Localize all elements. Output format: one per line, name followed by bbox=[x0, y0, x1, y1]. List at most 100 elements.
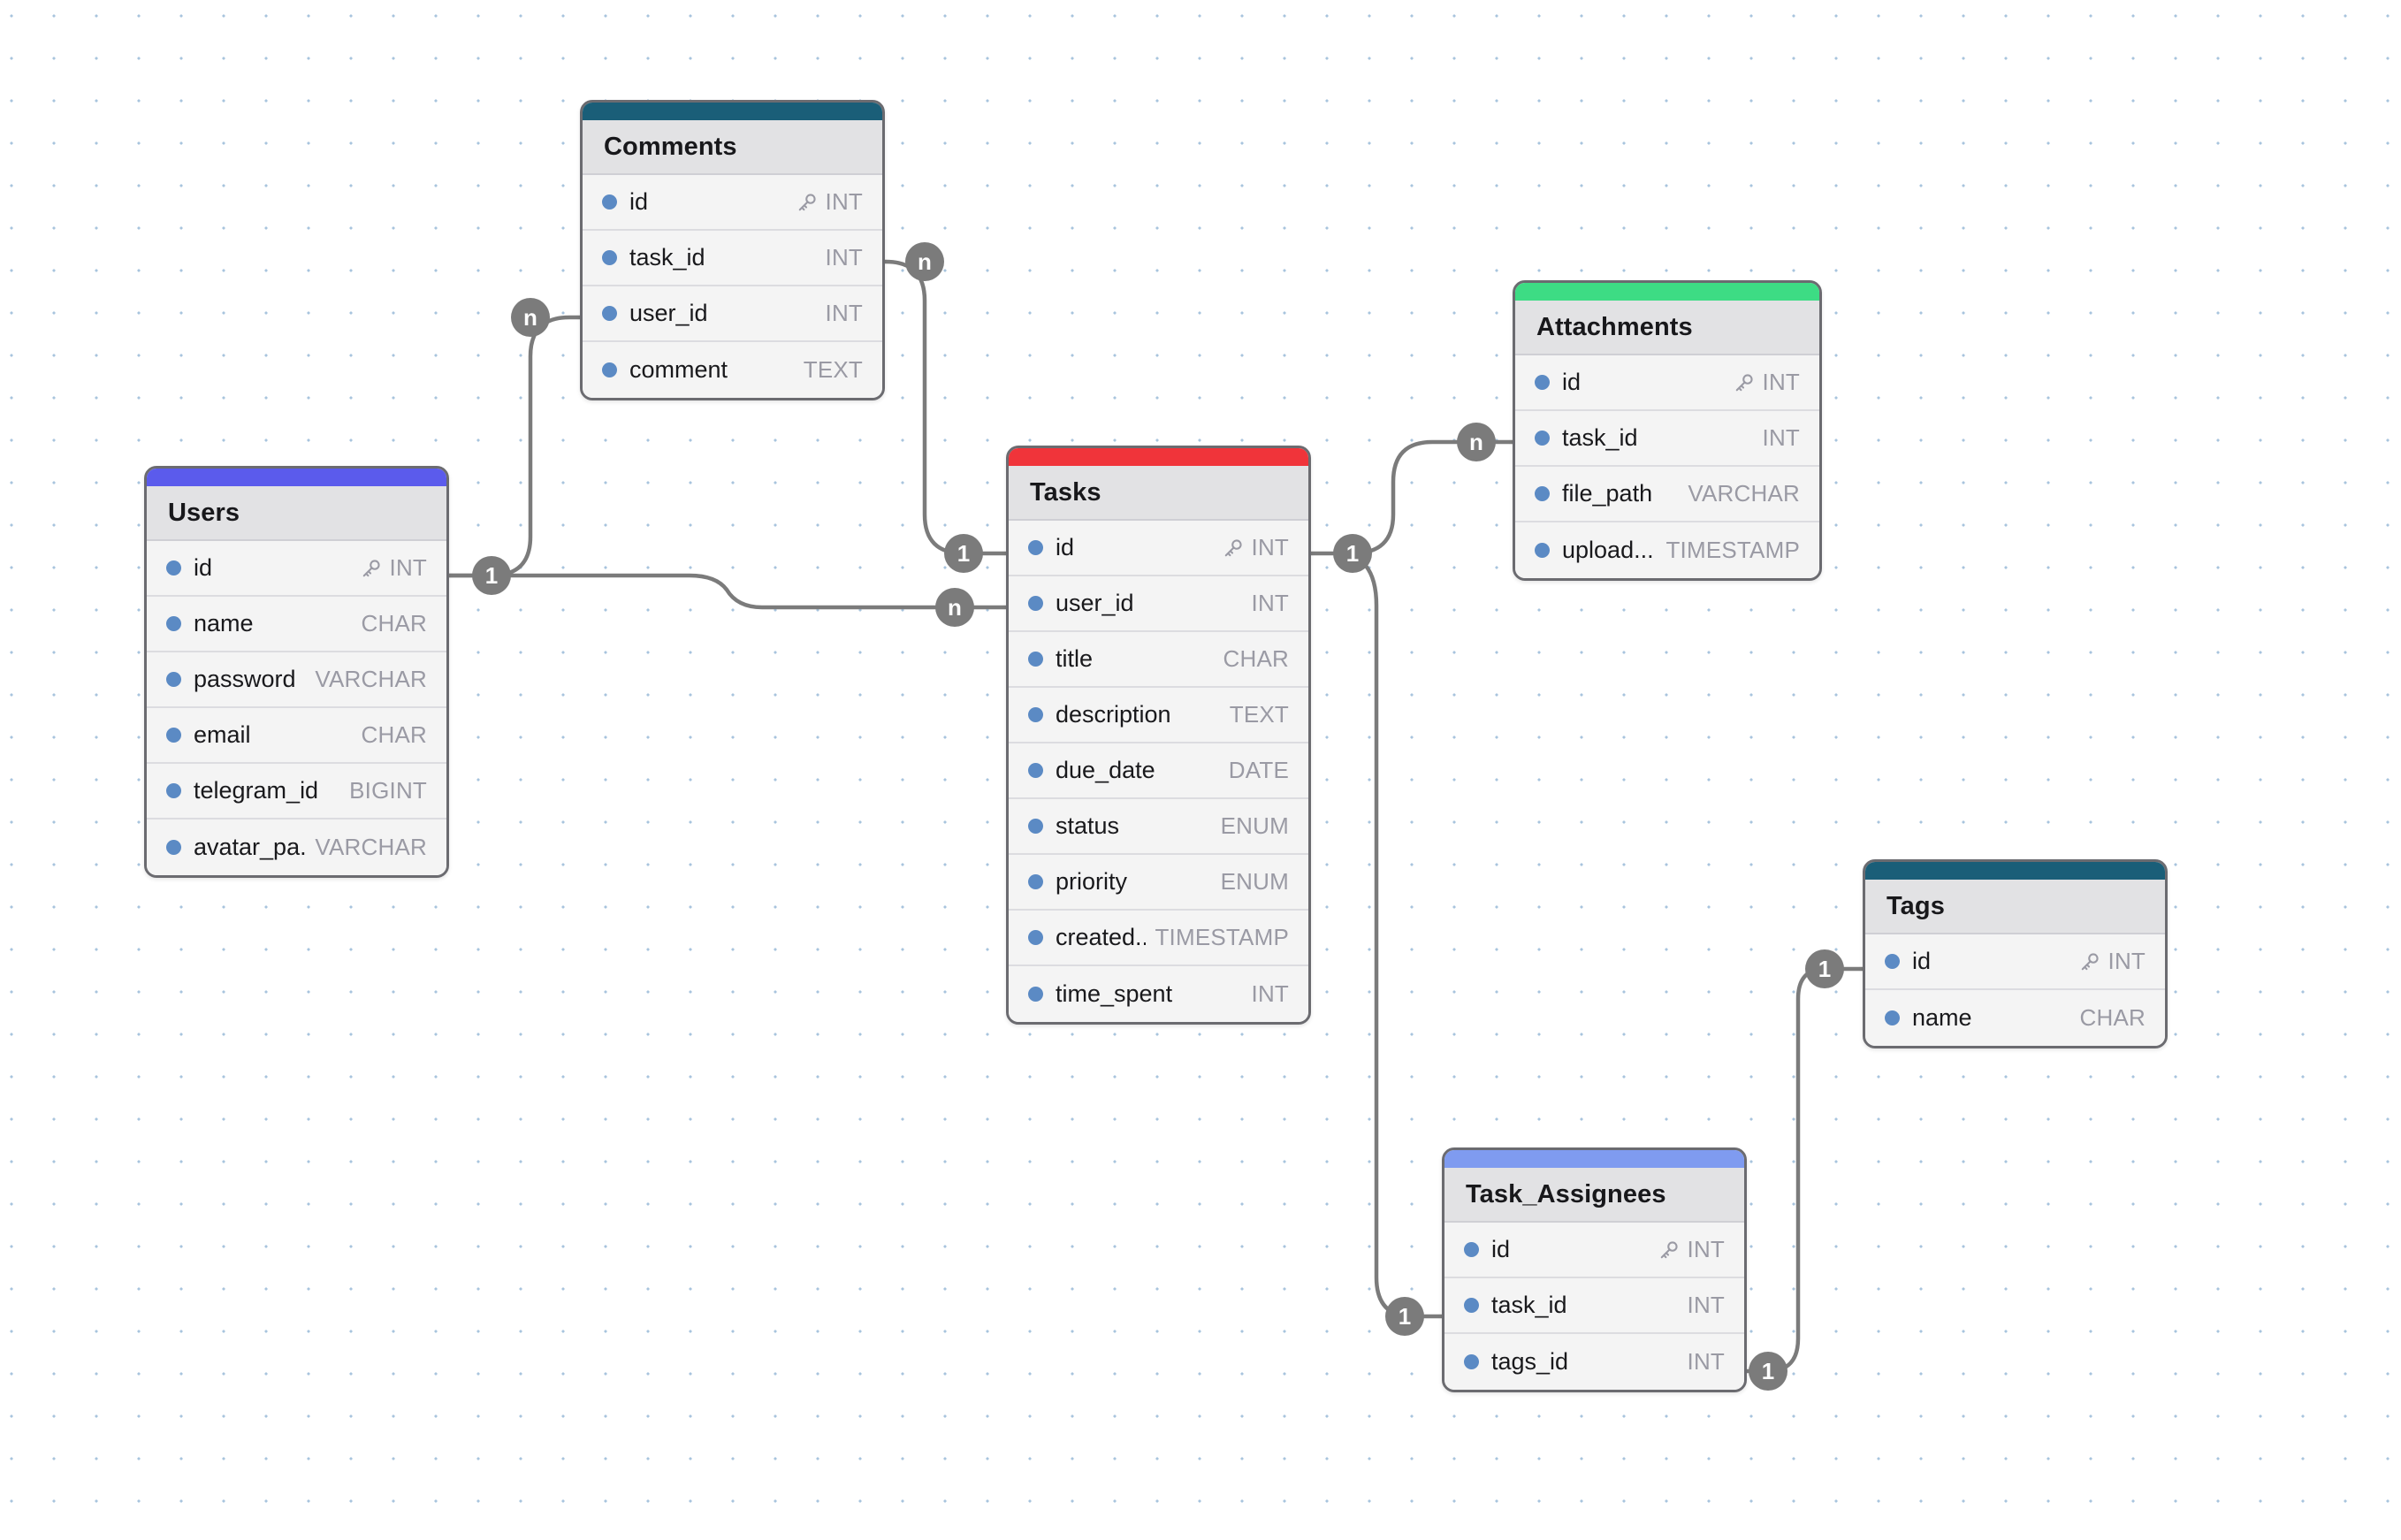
relationship-edge-users-tasks[interactable] bbox=[446, 573, 1009, 610]
table-field-row[interactable]: id INT bbox=[583, 175, 882, 231]
field-name: user_id bbox=[1056, 590, 1134, 616]
field-type-group: INT bbox=[1222, 534, 1289, 561]
field-bullet-icon bbox=[1028, 987, 1043, 1002]
table-field-row[interactable]: task_id INT bbox=[1444, 1278, 1744, 1334]
field-bullet-icon bbox=[602, 362, 617, 377]
primary-key-icon bbox=[362, 559, 380, 576]
field-type-group: INT bbox=[796, 188, 863, 216]
table-header-comments[interactable]: Comments bbox=[583, 120, 882, 175]
table-field-row[interactable]: time_spent INT bbox=[1009, 966, 1308, 1022]
field-bullet-icon bbox=[166, 672, 181, 687]
relationship-edge-tasks-comments[interactable] bbox=[873, 259, 1009, 556]
field-bullet-icon bbox=[1535, 486, 1550, 501]
field-name: priority bbox=[1056, 868, 1128, 895]
field-type: INT bbox=[1251, 980, 1289, 1007]
table-field-row[interactable]: email CHAR bbox=[147, 708, 446, 764]
field-bullet-icon bbox=[1464, 1298, 1479, 1313]
table-field-row[interactable]: upload...TIMESTAMP bbox=[1515, 522, 1819, 578]
field-name: status bbox=[1056, 812, 1120, 839]
cardinality-badge: 1 bbox=[1749, 1352, 1787, 1391]
cardinality-badge: n bbox=[511, 298, 550, 337]
relationship-edge-tags-task_assignees[interactable] bbox=[1744, 966, 1865, 1374]
field-bullet-icon bbox=[1885, 1010, 1900, 1025]
relationship-edge-tasks-task_assignees[interactable] bbox=[1350, 551, 1444, 1319]
field-bullet-icon bbox=[602, 194, 617, 210]
field-bullet-icon bbox=[1028, 707, 1043, 722]
field-type-group: TEXT bbox=[1230, 701, 1289, 728]
field-type: INT bbox=[1687, 1348, 1725, 1375]
table-header-tags[interactable]: Tags bbox=[1865, 880, 2165, 934]
table-title: Users bbox=[168, 498, 240, 527]
table-header-attachments[interactable]: Attachments bbox=[1515, 301, 1819, 355]
table-header-users[interactable]: Users bbox=[147, 486, 446, 541]
field-type: ENUM bbox=[1220, 868, 1289, 895]
field-bullet-icon bbox=[1028, 930, 1043, 945]
table-header-tasks[interactable]: Tasks bbox=[1009, 466, 1308, 521]
table-field-row[interactable]: avatar_pa...VARCHAR bbox=[147, 820, 446, 875]
field-type-group: INT bbox=[1733, 369, 1800, 396]
field-bullet-icon bbox=[1885, 954, 1900, 969]
table-header-task_assignees[interactable]: Task_Assignees bbox=[1444, 1168, 1744, 1223]
field-name: password bbox=[194, 666, 296, 692]
field-type-group: CHAR bbox=[2080, 1004, 2146, 1032]
field-type-group: INT bbox=[1658, 1236, 1725, 1263]
table-accent-bar-attachments bbox=[1515, 283, 1819, 301]
cardinality-badge: 1 bbox=[1385, 1297, 1424, 1336]
relationship-edge-users-comments[interactable] bbox=[446, 315, 583, 578]
field-name: task_id bbox=[1491, 1292, 1567, 1318]
table-field-row[interactable]: title CHAR bbox=[1009, 632, 1308, 688]
field-type: CHAR bbox=[1223, 645, 1289, 672]
field-type-group: INT bbox=[1688, 1348, 1725, 1376]
field-type: INT bbox=[825, 244, 863, 271]
cardinality-badge: 1 bbox=[1333, 534, 1372, 573]
field-name: time_spent bbox=[1056, 980, 1173, 1007]
field-type-group: CHAR bbox=[362, 721, 427, 749]
field-type: BIGINT bbox=[349, 777, 427, 804]
table-field-row[interactable]: password VARCHAR bbox=[147, 652, 446, 708]
field-name: task_id bbox=[629, 244, 705, 271]
field-name: file_path bbox=[1562, 480, 1653, 507]
table-field-row[interactable]: priority ENUM bbox=[1009, 855, 1308, 911]
field-type-group: VARCHAR bbox=[315, 666, 427, 693]
field-name: email bbox=[194, 721, 251, 748]
field-type-group: TEXT bbox=[804, 356, 863, 384]
field-type-group: INT bbox=[360, 554, 427, 582]
table-field-row[interactable]: file_path VARCHAR bbox=[1515, 467, 1819, 522]
table-field-row[interactable]: task_id INT bbox=[583, 231, 882, 286]
field-type: VARCHAR bbox=[315, 666, 427, 692]
field-type-group: VARCHAR bbox=[1688, 480, 1800, 507]
field-type: INT bbox=[389, 554, 427, 581]
cardinality-badge: n bbox=[935, 588, 974, 627]
field-type: INT bbox=[1251, 534, 1289, 560]
field-type: INT bbox=[1687, 1292, 1725, 1318]
field-name: id bbox=[629, 188, 649, 215]
table-field-row[interactable]: created...TIMESTAMP bbox=[1009, 911, 1308, 966]
field-name: title bbox=[1056, 645, 1094, 672]
field-bullet-icon bbox=[1028, 819, 1043, 834]
field-bullet-icon bbox=[166, 728, 181, 743]
cardinality-badge: 1 bbox=[1805, 949, 1844, 988]
